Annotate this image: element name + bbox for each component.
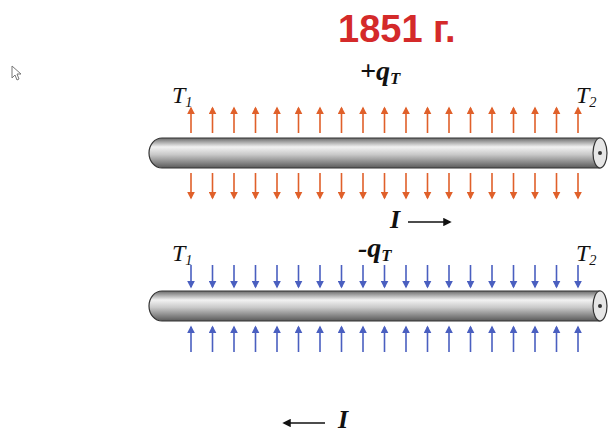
heat-arrow bbox=[427, 265, 429, 287]
symbol-label: +qT bbox=[360, 55, 400, 89]
heat-arrow bbox=[362, 327, 364, 352]
rod bbox=[149, 138, 607, 168]
heat-arrow bbox=[384, 108, 386, 133]
heat-arrow bbox=[298, 265, 300, 287]
heat-arrow bbox=[276, 173, 278, 198]
heat-arrow bbox=[233, 327, 235, 352]
title: 1851 г. bbox=[338, 8, 456, 51]
heat-arrow bbox=[534, 173, 536, 198]
cursor-icon bbox=[12, 66, 21, 80]
heat-arrow bbox=[341, 108, 343, 133]
heat-arrow bbox=[276, 327, 278, 352]
heat-arrow bbox=[255, 173, 257, 198]
heat-arrow bbox=[491, 327, 493, 352]
heat-arrow bbox=[470, 265, 472, 287]
heat-arrow bbox=[298, 173, 300, 198]
heat-arrow bbox=[405, 173, 407, 198]
heat-arrow bbox=[190, 173, 192, 198]
current-arrow bbox=[284, 422, 325, 423]
heat-arrow bbox=[190, 108, 192, 133]
heat-arrow bbox=[427, 173, 429, 198]
heat-arrow bbox=[233, 173, 235, 198]
heat-arrow bbox=[491, 108, 493, 133]
symbol-label: T2 bbox=[576, 240, 597, 269]
heat-arrow bbox=[448, 173, 450, 198]
heat-arrow bbox=[491, 173, 493, 198]
heat-arrow bbox=[212, 327, 214, 352]
heat-arrow bbox=[448, 327, 450, 352]
heat-arrow bbox=[577, 108, 579, 133]
heat-arrow bbox=[319, 327, 321, 352]
heat-arrow bbox=[448, 108, 450, 133]
heat-arrow bbox=[577, 265, 579, 287]
heat-arrow bbox=[212, 108, 214, 133]
heat-arrow bbox=[319, 173, 321, 198]
heat-arrow bbox=[255, 265, 257, 287]
heat-arrow bbox=[233, 108, 235, 133]
heat-arrow bbox=[212, 173, 214, 198]
current-label: I bbox=[390, 205, 400, 235]
heat-arrow bbox=[470, 173, 472, 198]
rod bbox=[149, 291, 607, 321]
heat-arrow bbox=[384, 173, 386, 198]
heat-arrow bbox=[577, 173, 579, 198]
heat-arrow bbox=[319, 265, 321, 287]
heat-arrow bbox=[577, 327, 579, 352]
heat-arrow bbox=[190, 327, 192, 352]
heat-arrow bbox=[513, 108, 515, 133]
heat-arrow bbox=[491, 265, 493, 287]
heat-arrow bbox=[405, 265, 407, 287]
heat-arrow bbox=[513, 327, 515, 352]
heat-arrow bbox=[298, 327, 300, 352]
heat-arrow bbox=[534, 265, 536, 287]
symbol-label: -qT bbox=[358, 232, 392, 266]
symbol-label: T1 bbox=[172, 82, 193, 111]
heat-arrow bbox=[276, 108, 278, 133]
current-arrow bbox=[408, 221, 450, 222]
heat-arrow bbox=[298, 108, 300, 133]
heat-arrow bbox=[255, 108, 257, 133]
heat-arrow bbox=[513, 173, 515, 198]
heat-arrow bbox=[405, 108, 407, 133]
symbol-label: T2 bbox=[576, 82, 597, 111]
heat-arrow bbox=[534, 327, 536, 352]
symbol-label: T1 bbox=[172, 240, 193, 269]
heat-arrow bbox=[513, 265, 515, 287]
heat-arrow bbox=[341, 265, 343, 287]
current-label: I bbox=[338, 405, 348, 434]
heat-arrow bbox=[362, 108, 364, 133]
heat-arrow bbox=[448, 265, 450, 287]
heat-arrow bbox=[470, 108, 472, 133]
heat-arrow bbox=[427, 327, 429, 352]
heat-arrow bbox=[319, 108, 321, 133]
heat-arrow bbox=[556, 173, 558, 198]
heat-arrow bbox=[255, 327, 257, 352]
heat-arrow bbox=[384, 327, 386, 352]
heat-arrow bbox=[233, 265, 235, 287]
heat-arrow bbox=[362, 265, 364, 287]
heat-arrow bbox=[341, 327, 343, 352]
heat-arrow bbox=[556, 327, 558, 352]
heat-arrow bbox=[427, 108, 429, 133]
heat-arrow bbox=[556, 108, 558, 133]
heat-arrow bbox=[405, 327, 407, 352]
heat-arrow bbox=[556, 265, 558, 287]
heat-arrow bbox=[190, 265, 192, 287]
heat-arrow bbox=[362, 173, 364, 198]
heat-arrow bbox=[212, 265, 214, 287]
heat-arrows bbox=[191, 108, 578, 352]
heat-arrow bbox=[341, 173, 343, 198]
heat-arrow bbox=[534, 108, 536, 133]
heat-arrow bbox=[384, 265, 386, 287]
heat-arrow bbox=[470, 327, 472, 352]
heat-arrow bbox=[276, 265, 278, 287]
